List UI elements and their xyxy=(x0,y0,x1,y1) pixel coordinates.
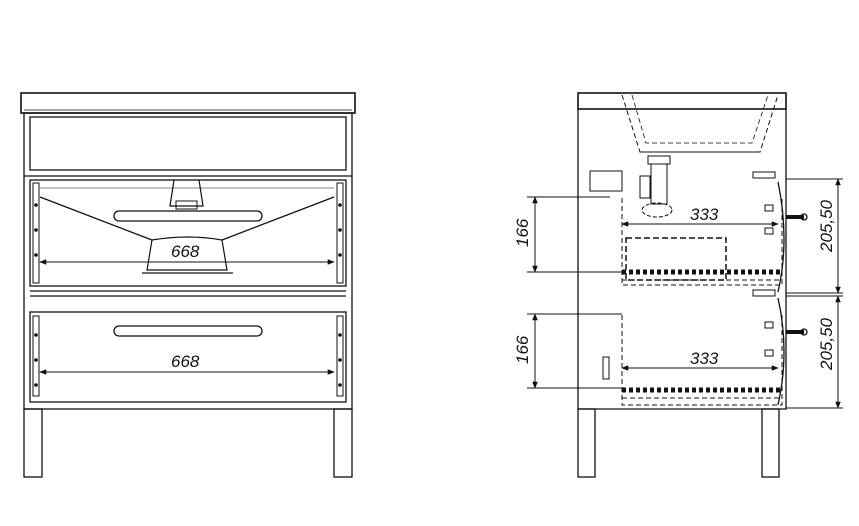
side-countertop xyxy=(577,92,787,110)
front-upper-handle xyxy=(113,210,263,222)
front-lower-handle xyxy=(113,325,263,337)
side-upper-front-label: 205,50 xyxy=(817,199,836,253)
front-lower-width-label: 668 xyxy=(171,352,200,371)
side-basin xyxy=(621,94,779,153)
side-front-leg xyxy=(577,408,596,478)
side-view xyxy=(527,92,843,478)
side-siphon xyxy=(589,155,673,218)
front-lower-drawer xyxy=(29,311,347,403)
front-open-shelf xyxy=(29,116,347,171)
side-lower-front-label: 205,50 xyxy=(817,317,836,371)
side-upper-depth-label: 333 xyxy=(690,205,719,224)
side-lower-height-label: 166 xyxy=(513,335,532,364)
front-left-leg xyxy=(23,408,43,478)
front-upper-width-label: 668 xyxy=(171,242,200,261)
front-upper-drawer xyxy=(29,179,347,297)
front-view xyxy=(20,92,356,478)
side-upper-height-label: 166 xyxy=(513,218,532,247)
side-carcass xyxy=(577,109,787,410)
front-right-leg xyxy=(333,408,353,478)
side-lower-depth-label: 333 xyxy=(690,349,719,368)
side-back-leg xyxy=(761,408,780,478)
side-upper-drawer xyxy=(621,181,808,293)
side-lower-drawer xyxy=(602,297,808,406)
front-carcass xyxy=(23,112,353,410)
